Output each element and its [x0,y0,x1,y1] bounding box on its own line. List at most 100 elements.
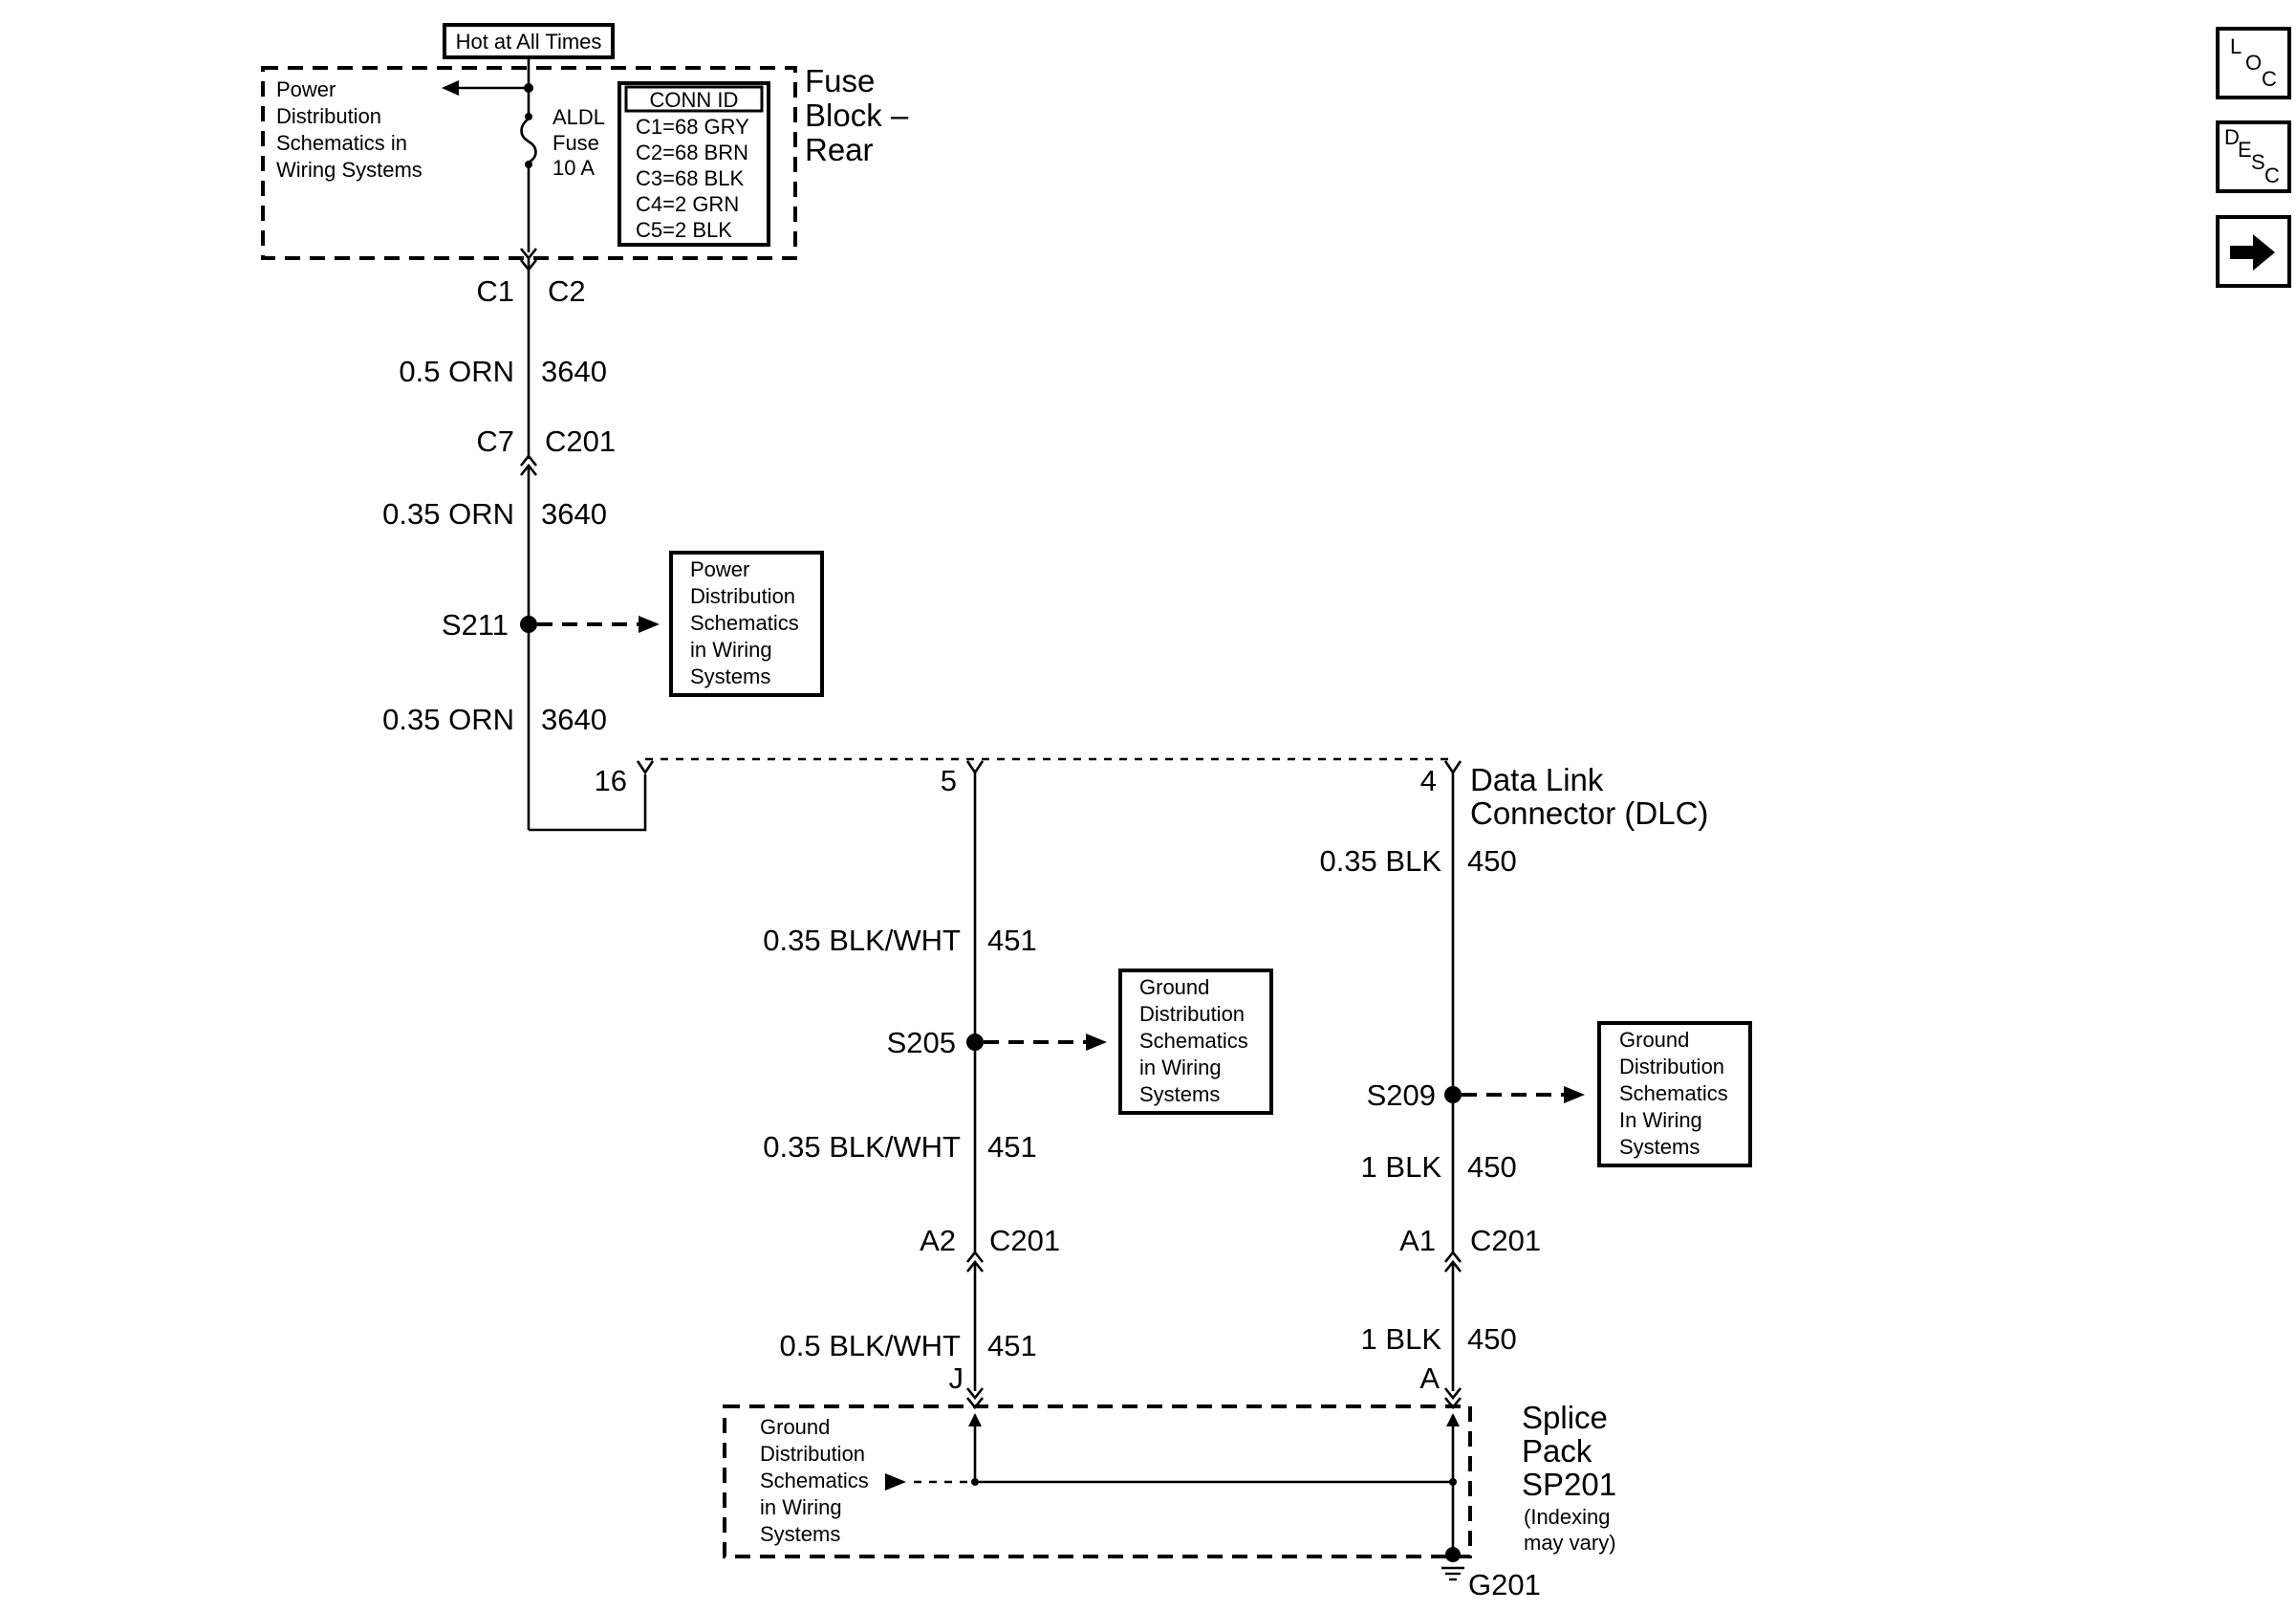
ref-line: Distribution [1619,1055,1724,1078]
fuse-line: 10 A [552,156,595,180]
connector-arrow-icon [636,760,655,775]
pin-label: J [949,1361,964,1395]
dlc-pin-label: 5 [941,764,957,797]
splice-label: S211 [442,608,509,642]
splice-pack-name-line: Pack [1522,1433,1592,1469]
conn-id-row: C5=2 BLK [636,218,732,242]
conn-label: C201 [1470,1224,1541,1257]
next-button[interactable] [2216,215,2291,288]
connector-arrow-icon [1443,1387,1462,1401]
conn-id-title: CONN ID [650,88,739,112]
arrow-right-icon [885,1473,906,1491]
splice-pack-name-line: Splice [1522,1400,1608,1435]
name-line: Block – [805,98,909,133]
ref-line: Distribution [690,584,795,608]
splice-s209-dot [1444,1086,1462,1103]
dlc-pin-label: 4 [1420,764,1437,797]
desc-letter: D [2224,125,2240,149]
wire-label: 3640 [541,355,607,388]
ref-line: Distribution [276,104,381,128]
circuit-450: 0.35 BLK 450 S209 Ground Distribution Sc… [1319,773,1752,1410]
wire-label: 0.35 ORN [382,703,514,736]
conn-label: A1 [1399,1224,1436,1257]
ref-line: Schematics [690,611,799,635]
conn-label: C2 [548,274,586,308]
splice-s211-dot [520,616,537,633]
splice-pack-sp201: Ground Distribution Schematics in Wiring… [723,1400,1616,1601]
ref-line: Systems [690,664,770,688]
ref-line: In Wiring [1619,1108,1702,1132]
wire-label: 0.35 BLK [1319,844,1441,878]
splice-pack-outline [723,1404,1472,1558]
conn-label: C1 [476,274,514,308]
data-link-connector: 16 5 4 Data Link Connector (DLC) [595,757,1708,831]
fuse-block-name: Fuse Block – Rear [805,63,909,167]
wire-label: 0.35 BLK/WHT [763,924,961,957]
wire-label: 451 [987,1329,1037,1362]
conn-id-row: C4=2 GRN [636,192,739,216]
circuit-451: 0.35 BLK/WHT 451 S205 Ground Distributio… [763,773,1273,1410]
connector-arrow-icon [965,1250,985,1263]
name-line: Fuse [805,63,875,98]
wire-label: 1 BLK [1361,1150,1442,1184]
loc-button[interactable]: L O C [2216,27,2291,99]
conn-id-table: CONN ID C1=68 GRY C2=68 BRN C3=68 BLK C4… [617,81,770,247]
dlc-pin-label: 16 [595,764,627,797]
conn-label: A2 [920,1224,956,1257]
ref-line: Power [690,557,749,581]
wire-label: 450 [1467,1322,1517,1356]
ref-line: in Wiring [690,638,772,662]
ref-line: Systems [1139,1082,1220,1106]
ground-icon [1441,1566,1464,1581]
arrow-right-icon [1564,1086,1585,1103]
ref-line: Distribution [1139,1002,1245,1026]
conn-label: C7 [476,425,514,458]
ref-line: Schematics in [276,131,407,155]
wire-label: 451 [987,1130,1037,1164]
connector-arrow-icon [965,1387,985,1401]
ground-junction-dot [1445,1547,1461,1562]
dlc-pin16-wire [529,774,647,832]
ref-line: in Wiring [760,1495,842,1519]
junction-dot [971,1478,979,1486]
ref-line: Wiring Systems [276,158,422,182]
fuse-line: Fuse [552,131,599,155]
pin-label: A [1419,1361,1440,1395]
name-line: Rear [805,132,874,167]
wire-label: 0.35 ORN [382,497,514,531]
conn-label: C201 [545,425,616,458]
arrow-right-icon [639,616,660,633]
wire-label: 450 [1467,1150,1517,1184]
conn-id-row: C1=68 GRY [636,115,749,139]
arrow-left-icon [442,80,459,96]
desc-letter: C [2264,163,2280,187]
dlc-name-line: Data Link [1470,762,1604,797]
desc-letter: E [2238,138,2252,162]
wire-label: 0.35 BLK/WHT [763,1130,961,1164]
dlc-name-line: Connector (DLC) [1470,795,1708,831]
splice-ref-box [1597,1021,1752,1167]
splice-ref-box [669,551,824,697]
connector-arrow-icon [1443,1250,1462,1263]
fuse-block-rear: Hot at All Times Power Distribution Sche… [261,23,909,260]
conn-label: C201 [989,1224,1060,1257]
connector-arrow-icon [519,453,538,467]
junction-dot [1449,1478,1457,1486]
splice-ref-box [1118,969,1273,1115]
wire-label: 1 BLK [1361,1322,1442,1356]
conn-id-row: C3=68 BLK [636,166,744,190]
hot-at-all-times-box [443,23,615,59]
ref-line: Power [276,77,336,101]
arrow-up-icon [968,1413,982,1426]
splice-pack-name-line: SP201 [1522,1467,1616,1502]
ref-line: Systems [1619,1135,1700,1159]
splice-label: S205 [887,1026,956,1059]
ref-line: Distribution [760,1442,865,1466]
conn-id-row: C2=68 BRN [636,141,748,164]
ref-line: Schematics [760,1469,869,1492]
desc-button[interactable]: D E S C [2216,120,2291,193]
loc-letter: C [2262,67,2277,91]
wire-label: 3640 [541,497,607,531]
wire-label: 0.5 ORN [399,355,514,388]
